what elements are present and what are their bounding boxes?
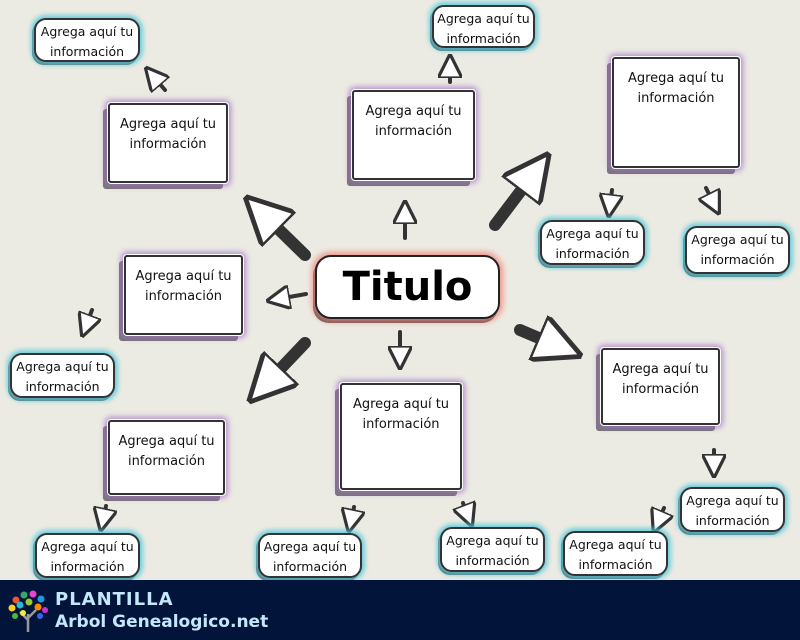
info-box: Agrega aquí tu información bbox=[108, 420, 225, 495]
info-line2: información bbox=[25, 379, 100, 394]
info-line2: información bbox=[700, 252, 775, 267]
info-pill: Agrega aquí tu información bbox=[34, 18, 140, 62]
info-pill: Agrega aquí tu información bbox=[680, 487, 785, 532]
info-box: Agrega aquí tu información bbox=[108, 103, 228, 183]
info-line1: Agrega aquí tu bbox=[569, 537, 662, 552]
info-line2: información bbox=[695, 513, 770, 528]
central-title: Titulo bbox=[315, 255, 500, 319]
info-box: Agrega aquí tu información bbox=[612, 57, 740, 168]
info-pill: Agrega aquí tu información bbox=[10, 353, 115, 398]
info-line1: Agrega aquí tu bbox=[546, 226, 639, 241]
info-box: Agrega aquí tu información bbox=[340, 383, 462, 490]
info-pill: Agrega aquí tu información bbox=[440, 527, 545, 572]
info-pill: Agrega aquí tu información bbox=[540, 220, 645, 265]
tree-logo-icon bbox=[8, 590, 48, 632]
info-line1: Agrega aquí tu bbox=[119, 117, 217, 132]
info-line1: Agrega aquí tu bbox=[118, 434, 215, 449]
info-line2: información bbox=[637, 91, 715, 106]
info-line2: información bbox=[374, 124, 453, 139]
info-line1: Agrega aquí tu bbox=[691, 232, 784, 247]
info-pill: Agrega aquí tu información bbox=[563, 531, 668, 576]
info-pill: Agrega aquí tu información bbox=[35, 533, 140, 578]
info-line1: Agrega aquí tu bbox=[16, 359, 109, 374]
info-line1: Agrega aquí tu bbox=[627, 71, 725, 86]
info-pill: Agrega aquí tu información bbox=[432, 5, 535, 48]
info-line2: información bbox=[578, 557, 653, 572]
info-line2: información bbox=[455, 553, 530, 568]
info-line2: información bbox=[144, 289, 223, 304]
info-line1: Agrega aquí tu bbox=[352, 397, 450, 412]
info-line2: información bbox=[621, 382, 700, 397]
info-line2: información bbox=[127, 454, 206, 469]
info-line1: Agrega aquí tu bbox=[365, 104, 462, 119]
info-line2: información bbox=[446, 31, 521, 46]
info-line1: Agrega aquí tu bbox=[446, 533, 539, 548]
info-line1: Agrega aquí tu bbox=[41, 539, 134, 554]
connector-arrows bbox=[0, 0, 800, 580]
info-box: Agrega aquí tu información bbox=[352, 90, 475, 180]
info-line2: información bbox=[362, 417, 440, 432]
info-line2: información bbox=[272, 559, 348, 574]
info-line1: Agrega aquí tu bbox=[135, 269, 232, 284]
info-line1: Agrega aquí tu bbox=[437, 11, 530, 26]
info-line1: Agrega aquí tu bbox=[686, 493, 779, 508]
info-box: Agrega aquí tu información bbox=[124, 255, 243, 335]
info-box: Agrega aquí tu información bbox=[601, 348, 720, 425]
info-line1: Agrega aquí tu bbox=[40, 24, 134, 39]
info-pill: Agrega aquí tu información bbox=[685, 226, 790, 274]
info-line2: información bbox=[49, 44, 125, 59]
info-line1: Agrega aquí tu bbox=[263, 539, 357, 554]
footer-title: PLANTILLA bbox=[55, 589, 174, 610]
info-line2: información bbox=[129, 137, 207, 152]
info-pill: Agrega aquí tu información bbox=[258, 533, 362, 578]
footer-banner: PLANTILLA Arbol Genealogico.net bbox=[0, 580, 800, 640]
footer-site: Arbol Genealogico.net bbox=[55, 612, 269, 632]
info-line2: información bbox=[50, 559, 125, 574]
info-line1: Agrega aquí tu bbox=[612, 362, 709, 377]
info-line2: información bbox=[555, 246, 630, 261]
